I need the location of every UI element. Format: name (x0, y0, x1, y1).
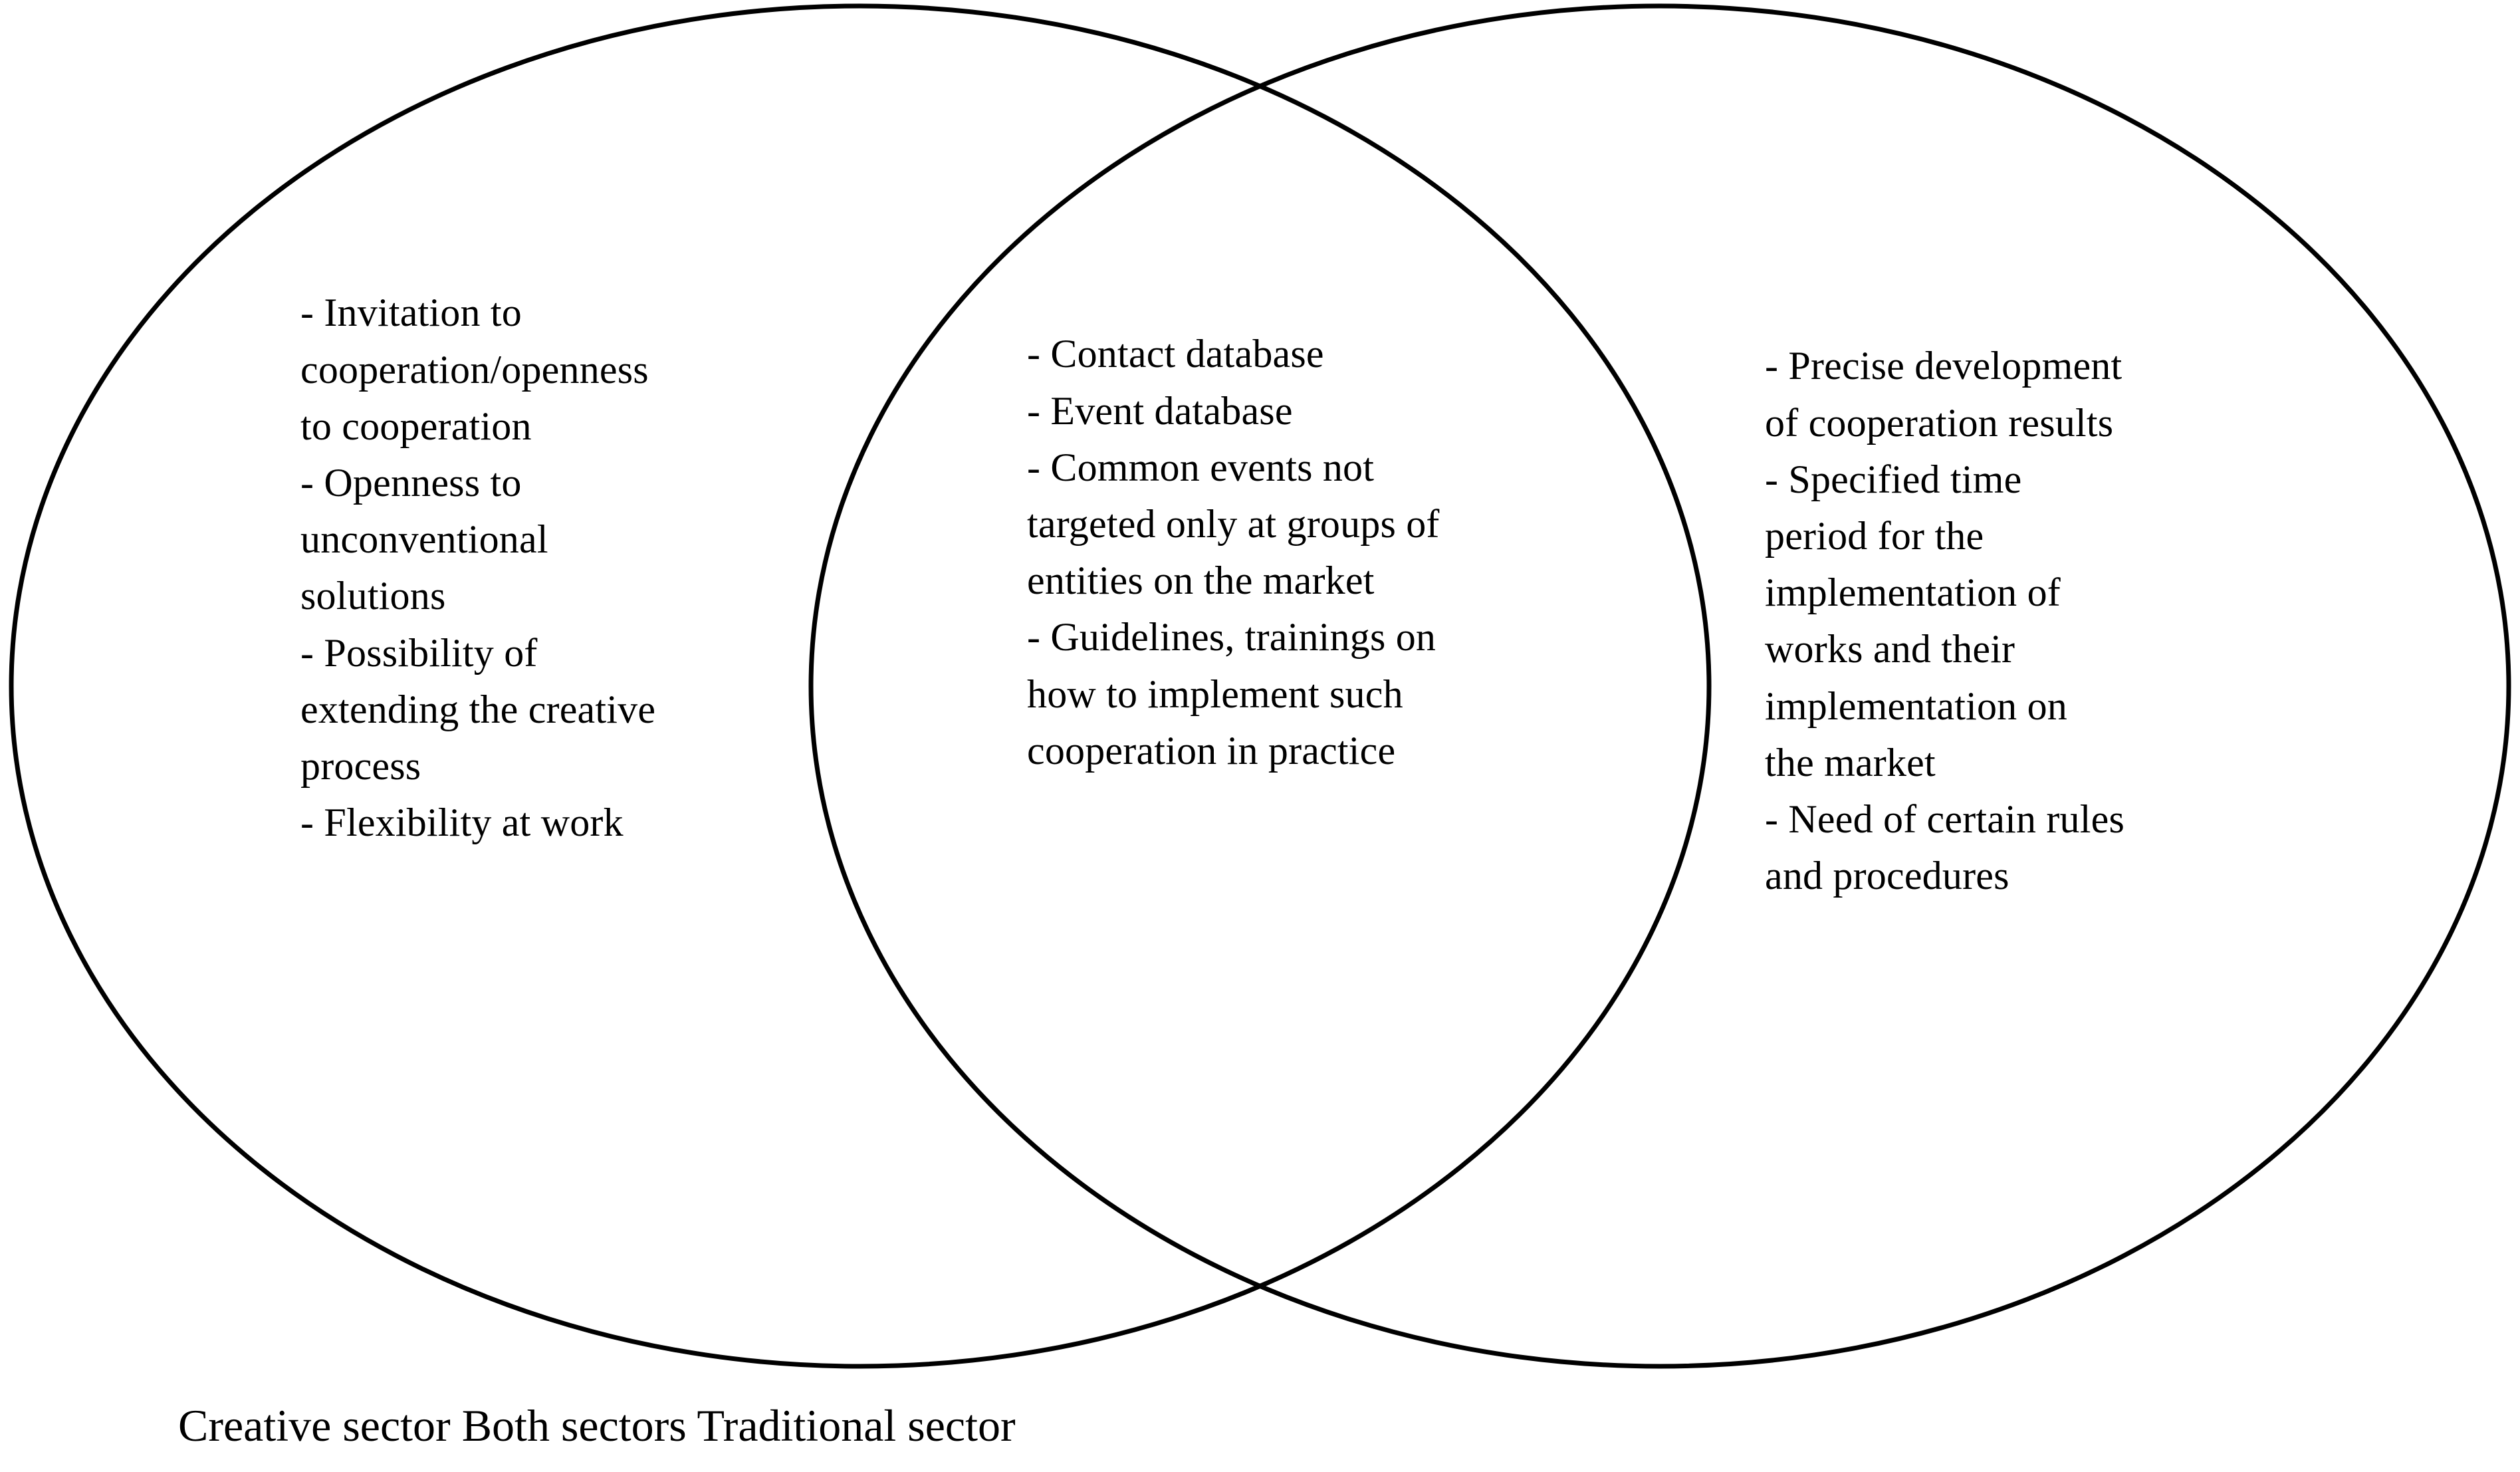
right-circle-text: - Precise development of cooperation res… (1765, 344, 2124, 898)
left-circle-outline (9, 3, 1712, 1369)
right-circle-content: - Precise development of cooperation res… (1765, 225, 2317, 1018)
right-circle-outline (808, 3, 2511, 1369)
intersection-text: - Contact database - Event database - Co… (1027, 332, 1440, 773)
intersection-content: - Contact database - Event database - Co… (1027, 213, 1639, 892)
diagram-caption: Creative sector Both sectors Traditional… (178, 1400, 1016, 1451)
left-circle-content: - Invitation to cooperation/openness to … (300, 172, 832, 965)
left-circle-text: - Invitation to cooperation/openness to … (300, 291, 656, 845)
